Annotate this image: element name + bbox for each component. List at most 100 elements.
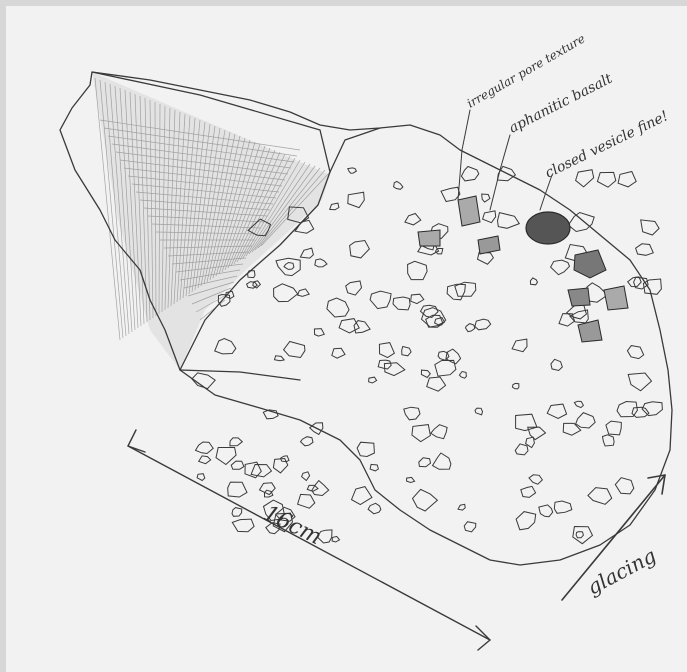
- vesicle: [298, 289, 310, 296]
- vesicle: [482, 194, 490, 202]
- vesicle: [300, 248, 313, 258]
- vesicle: [412, 425, 431, 442]
- vesicle: [232, 519, 254, 532]
- vesicle: [216, 448, 236, 465]
- vesicle: [636, 244, 654, 256]
- vesicle: [576, 170, 594, 187]
- vesicle: [275, 356, 285, 361]
- vesicle: [199, 456, 211, 464]
- vesicle: [551, 260, 570, 275]
- vesicle: [475, 408, 483, 415]
- vesicle: [327, 298, 349, 317]
- vesicle: [576, 532, 583, 538]
- face-edge-lower: [180, 370, 300, 380]
- vesicle: [574, 401, 583, 407]
- vesicle: [421, 370, 430, 377]
- vesicle: [615, 478, 634, 494]
- vesicle: [458, 504, 465, 510]
- vesicle: [411, 294, 424, 303]
- vesicle: [597, 172, 615, 187]
- vesicle: [603, 435, 615, 446]
- vesicle: [276, 258, 300, 275]
- vesicle: [284, 342, 305, 358]
- vesicle: [348, 168, 357, 173]
- vesicle: [346, 281, 362, 295]
- vesicle: [357, 442, 374, 456]
- vesicle: [539, 505, 553, 517]
- vesicle: [617, 402, 637, 417]
- vesicle: [352, 487, 372, 505]
- vesicle: [641, 220, 659, 235]
- vesicle: [265, 490, 273, 497]
- vesicle: [369, 377, 377, 383]
- vesicle: [332, 536, 339, 542]
- vesicle: [405, 214, 421, 225]
- vesicle: [197, 474, 205, 481]
- vesicle: [559, 314, 575, 327]
- vesicle: [370, 291, 391, 309]
- vesicle: [512, 383, 519, 389]
- vesicle: [393, 297, 410, 310]
- vesicle: [554, 501, 572, 513]
- vesicle: [441, 187, 460, 201]
- vesicle: [330, 203, 339, 210]
- vesicle: [260, 483, 276, 495]
- vesicle: [284, 263, 294, 270]
- vesicle: [298, 494, 315, 508]
- vesicle: [315, 259, 327, 267]
- vesicle: [516, 512, 536, 530]
- vesicle: [231, 461, 244, 469]
- vesicle: [413, 489, 438, 511]
- vesicle: [551, 359, 562, 370]
- vesicle: [312, 481, 329, 496]
- vesicle: [408, 261, 428, 279]
- vesicle: [568, 213, 594, 232]
- vesicle: [628, 373, 651, 391]
- vesicle: [466, 324, 475, 332]
- vesicle: [516, 414, 537, 430]
- annotation-closed-vesicle: closed vesicle fine!: [543, 108, 671, 181]
- vesicle: [419, 458, 431, 467]
- vesicle: [567, 304, 587, 319]
- vesicle: [632, 407, 649, 417]
- vesicle: [529, 475, 542, 484]
- vesicle: [274, 284, 298, 302]
- vesicle: [498, 213, 520, 229]
- vesicle: [627, 346, 643, 359]
- vesicle: [379, 343, 394, 358]
- vesicle: [402, 347, 411, 356]
- dark-vesicles: [418, 196, 628, 342]
- vesicle: [515, 444, 528, 455]
- vesicle: [446, 349, 461, 364]
- vesicle: [301, 437, 314, 446]
- vesicle: [230, 438, 242, 446]
- scale-label: 16cm: [259, 501, 325, 550]
- vesicle: [459, 372, 466, 379]
- vesicle: [248, 271, 255, 278]
- vesicle: [314, 329, 324, 337]
- vesicle: [547, 404, 566, 418]
- vesicle: [196, 442, 214, 454]
- leader-lines: [458, 110, 552, 210]
- vesicle: [407, 477, 415, 482]
- vesicle: [464, 522, 476, 532]
- vesicle: [404, 407, 420, 420]
- vesicle: [431, 425, 447, 439]
- vesicle: [215, 339, 236, 354]
- vesicle: [232, 508, 242, 517]
- vesicle: [483, 211, 496, 223]
- vesicle: [228, 482, 247, 497]
- vesicle: [370, 464, 378, 471]
- vesicle: [394, 181, 403, 189]
- vesicle: [273, 459, 287, 473]
- vesicle: [588, 488, 612, 505]
- vesicle: [461, 167, 478, 181]
- vesicle: [618, 172, 636, 187]
- vesicle: [530, 278, 537, 285]
- vesicle: [475, 319, 491, 330]
- vesicle: [368, 503, 381, 514]
- direction-label: glacing: [583, 543, 660, 599]
- vesicle: [302, 472, 310, 481]
